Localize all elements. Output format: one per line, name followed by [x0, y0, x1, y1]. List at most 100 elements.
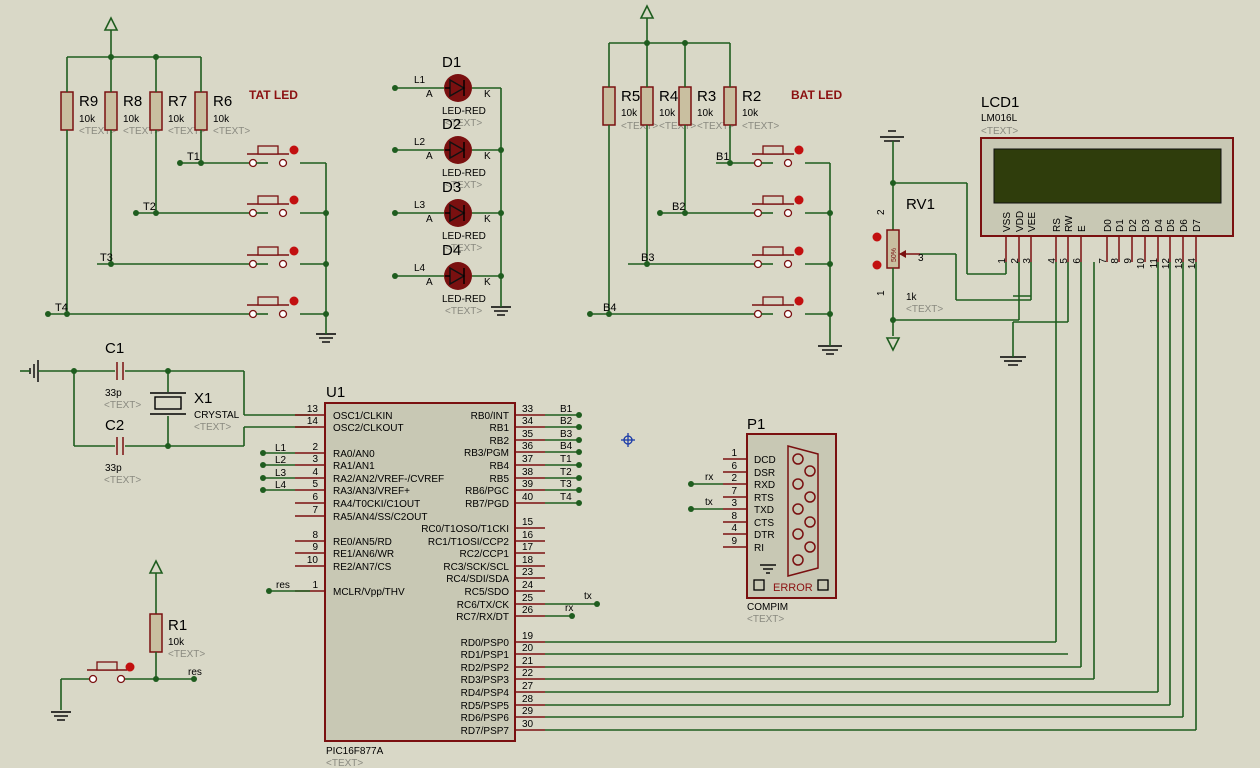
c1-text-hint: <TEXT>	[104, 400, 141, 411]
resistor-value: 10k	[621, 108, 638, 119]
lcd-pin-number: 3	[1022, 258, 1033, 264]
resistor-icon[interactable]	[723, 86, 737, 126]
push-button-switch[interactable]	[752, 246, 804, 269]
ground-icon	[760, 564, 776, 574]
resistor-value: 10k	[123, 114, 140, 125]
serial-pin-name: DTR	[754, 530, 775, 541]
resistor-value: 10k	[742, 108, 759, 119]
crystal-icon	[154, 396, 182, 410]
serial-pin-number: 1	[731, 448, 737, 459]
serial-pin-name: RI	[754, 543, 764, 554]
lcd-pin-name: D4	[1154, 219, 1165, 232]
lcd-pin-number: 12	[1161, 258, 1172, 270]
led-text-hint: <TEXT>	[445, 306, 482, 317]
led-type: LED-RED	[442, 294, 486, 305]
reset-button-icon[interactable]	[125, 662, 135, 672]
push-button-switch[interactable]	[752, 145, 804, 168]
resistor-icon[interactable]	[104, 91, 118, 131]
mcu-pin-number: 40	[522, 492, 534, 503]
switch-actuator-icon[interactable]	[289, 145, 299, 155]
pic-microcontroller[interactable]: U1 PIC16F877A <TEXT> 13OSC1/CLKIN14OSC2/…	[260, 384, 1196, 768]
ground-icon	[51, 711, 71, 721]
resistor-icon[interactable]	[678, 86, 692, 126]
mcu-body[interactable]	[324, 402, 516, 742]
power-terminal-icon	[148, 559, 164, 574]
switch-actuator-icon[interactable]	[289, 195, 299, 205]
switch-actuator-icon[interactable]	[794, 145, 804, 155]
resistor-icon[interactable]	[149, 91, 163, 131]
p1-text-hint: <TEXT>	[747, 614, 784, 625]
mcu-pin-name: RE2/AN7/CS	[333, 562, 392, 573]
c2-ref: C2	[105, 417, 124, 434]
pot-pin-1: 1	[876, 290, 887, 296]
push-button-switch[interactable]	[247, 246, 299, 269]
serial-port-compim[interactable]: ERROR P1 COMPIM <TEXT> 1DCD6DSR2RXDrx7RT…	[688, 416, 837, 625]
mcu-pin-number: 38	[522, 467, 534, 478]
potentiometer-block: 50% RV1 2 3 1 1k <TEXT>	[872, 130, 1044, 366]
x1-ref: X1	[194, 390, 212, 407]
net-label-b2: B2	[672, 201, 685, 213]
resistor-icon[interactable]	[640, 86, 654, 126]
switch-actuator-icon[interactable]	[289, 246, 299, 256]
mcu-pin-name: OSC1/CLKIN	[333, 411, 392, 422]
reset-block: R1 10k <TEXT> res res	[51, 559, 310, 721]
resistor-ref: R3	[697, 88, 716, 105]
mcu-pin-number: 36	[522, 441, 534, 452]
mcu-pin-name: RD7/PSP7	[461, 726, 510, 737]
serial-pin-number: 6	[731, 461, 737, 472]
push-button-switch[interactable]	[752, 195, 804, 218]
mcu-pin-name: RD2/PSP2	[461, 663, 510, 674]
c1-ref: C1	[105, 340, 124, 357]
led-ref: D3	[442, 179, 461, 196]
mcu-pin-number: 3	[312, 454, 318, 465]
mcu-ref: U1	[326, 384, 345, 401]
led-type: LED-RED	[442, 168, 486, 179]
push-button-switch[interactable]	[247, 296, 299, 319]
resistor-value: 10k	[697, 108, 714, 119]
ground-icon	[818, 344, 842, 355]
resistor-icon[interactable]	[60, 91, 74, 131]
mcu-pin-number: 34	[522, 416, 534, 427]
pot-pin-3: 3	[918, 253, 924, 264]
led-pin-a: A	[426, 214, 433, 225]
mcu-net-label: L3	[275, 468, 287, 479]
oscillator-block: C1 33p <TEXT> C2 33p <TEXT> X1 CRYSTAL <…	[20, 340, 310, 486]
mcu-pin-name: RA4/T0CKI/C1OUT	[333, 499, 420, 510]
mcu-pin-number: 9	[312, 542, 318, 553]
p1-part: COMPIM	[747, 602, 788, 613]
lcd-pin-number: 13	[1174, 258, 1185, 270]
push-button-switch[interactable]	[752, 296, 804, 319]
resistor-ref: R2	[742, 88, 761, 105]
led-net: L4	[414, 263, 426, 274]
led-ref: D2	[442, 116, 461, 133]
resistor-icon[interactable]	[602, 86, 616, 126]
lcd-part: LM016L	[981, 113, 1018, 124]
c2-text-hint: <TEXT>	[104, 475, 141, 486]
net-label-t2: T2	[143, 201, 156, 213]
switch-actuator-icon[interactable]	[289, 296, 299, 306]
mcu-pin-name: RA2/AN2/VREF-/CVREF	[333, 474, 444, 485]
serial-pin-name: RTS	[754, 493, 774, 504]
push-button-switch[interactable]	[247, 145, 299, 168]
rv1-value: 1k	[906, 292, 918, 303]
mcu-pin-name: RB6/PGC	[465, 486, 509, 497]
probe-marker-icon[interactable]	[621, 433, 635, 447]
mcu-pin-number: 30	[522, 719, 534, 730]
lcd-display[interactable]: LCD1 LM016L <TEXT> VSS1VDD2VEE3RS4RW5E6D…	[980, 94, 1234, 270]
mcu-net-label: tx	[584, 591, 592, 602]
push-button-switch[interactable]	[247, 195, 299, 218]
mcu-pin-number: 17	[522, 542, 534, 553]
led-net: L1	[414, 75, 426, 86]
switch-actuator-icon[interactable]	[794, 246, 804, 256]
mcu-pin-number: 16	[522, 530, 534, 541]
resistor-icon[interactable]	[194, 91, 208, 131]
mcu-pin-name: RB7/PGD	[465, 499, 509, 510]
net-label-t1: T1	[187, 151, 200, 163]
switch-actuator-icon[interactable]	[794, 195, 804, 205]
switch-actuator-icon[interactable]	[794, 296, 804, 306]
mcu-net-label: B3	[560, 429, 573, 440]
resistor-text-hint: <TEXT>	[621, 121, 658, 132]
serial-net-label: tx	[705, 497, 713, 508]
ground-icon	[491, 305, 511, 316]
